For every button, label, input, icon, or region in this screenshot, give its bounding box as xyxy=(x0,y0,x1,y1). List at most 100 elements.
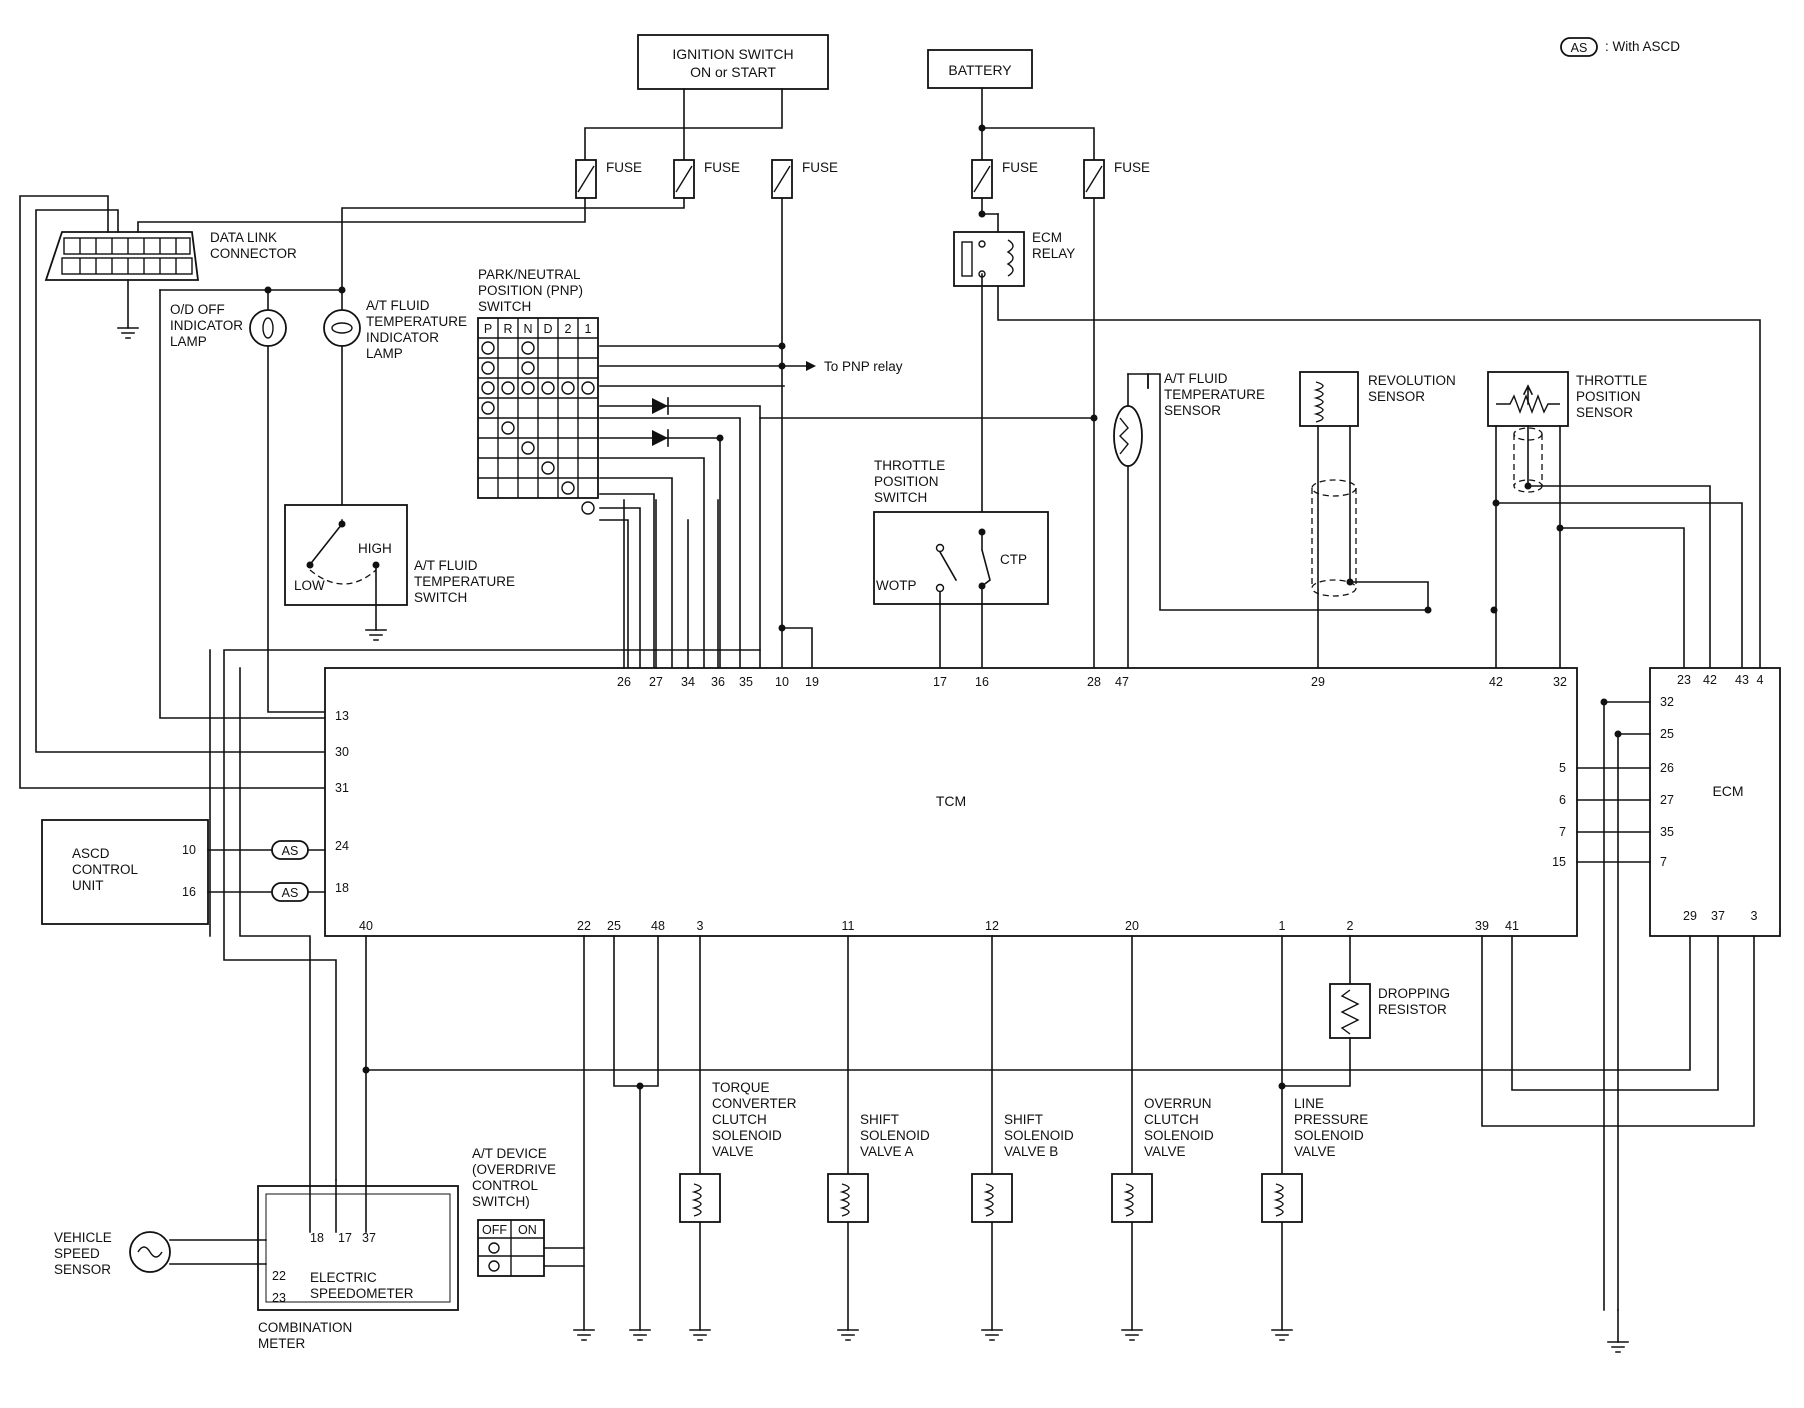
ascd-line2: CONTROL xyxy=(72,862,138,877)
fuse-1-label: FUSE xyxy=(606,160,642,175)
pnp-contact xyxy=(541,461,555,475)
pnp-label-line1: PARK/NEUTRAL xyxy=(478,267,581,282)
pnp-contact xyxy=(521,441,535,455)
solenoid-4-line3: SOLENOID xyxy=(1144,1128,1214,1143)
atf-switch-low: LOW xyxy=(294,578,325,593)
ecm-relay: ECM RELAY xyxy=(953,197,1761,669)
atf-lamp-line4: LAMP xyxy=(366,346,403,361)
atf-lamp-line2: TEMPERATURE xyxy=(366,314,467,329)
pnp-contact xyxy=(581,381,595,395)
ignition-switch-line1: IGNITION SWITCH xyxy=(672,46,793,62)
fuse-1: FUSE xyxy=(575,159,642,199)
pnp-column-2: 2 xyxy=(565,322,572,336)
ecm-pin-35: 35 xyxy=(1660,825,1674,839)
ascd-pin-16: 16 xyxy=(182,885,196,899)
tcm-pin-25: 25 xyxy=(607,919,621,933)
od-off-indicator-lamp: O/D OFF INDICATOR LAMP xyxy=(170,289,326,713)
vss-line2: SPEED xyxy=(54,1246,100,1261)
atf-switch-ground-icon xyxy=(365,629,387,641)
ground-icon xyxy=(689,1329,711,1341)
tcm-label: TCM xyxy=(936,793,966,809)
atf-switch-high: HIGH xyxy=(358,541,392,556)
at-device-line3: CONTROL xyxy=(472,1178,538,1193)
throttle-position-sensor: THROTTLE POSITION SENSOR xyxy=(1487,371,1647,427)
throttle-position-switch: THROTTLE POSITION SWITCH WOTP CTP xyxy=(873,458,1049,605)
as-badge-1: AS xyxy=(271,840,309,860)
legend-text: : With ASCD xyxy=(1605,39,1680,54)
ascd-line3: UNIT xyxy=(72,878,104,893)
tps-switch-line1: THROTTLE xyxy=(874,458,945,473)
solenoid-1-line4: SOLENOID xyxy=(712,1128,782,1143)
speedo-line1: ELECTRIC xyxy=(310,1270,377,1285)
vehicle-speed-sensor: VEHICLE SPEED SENSOR xyxy=(54,1230,267,1277)
tcm-pin-40: 40 xyxy=(359,919,373,933)
dlc-label-line1: DATA LINK xyxy=(210,230,277,245)
fuse-2: FUSE xyxy=(673,159,740,199)
od-off-lamp-line3: LAMP xyxy=(170,334,207,349)
ecm-pin-27: 27 xyxy=(1660,793,1674,807)
speedo-line2: SPEEDOMETER xyxy=(310,1286,414,1301)
pnp-contact xyxy=(521,361,535,375)
pnp-column-P: P xyxy=(484,322,492,336)
solenoid-group: TORQUECONVERTERCLUTCHSOLENOIDVALVESHIFTS… xyxy=(679,935,1368,1341)
as-badge-1-text: AS xyxy=(282,844,299,858)
tcm-pin-19: 19 xyxy=(805,675,819,689)
at-fluid-temperature-switch: HIGH LOW A/T FLUID TEMPERATURE SWITCH xyxy=(284,504,515,631)
dropping-resistor-line2: RESISTOR xyxy=(1378,1002,1447,1017)
ascd-pin-10: 10 xyxy=(182,843,196,857)
fuse-4-label: FUSE xyxy=(1002,160,1038,175)
tcm-pin-41: 41 xyxy=(1505,919,1519,933)
pnp-column-N: N xyxy=(523,322,532,336)
tcm-pin-3: 3 xyxy=(697,919,704,933)
od-off-lamp-line1: O/D OFF xyxy=(170,302,225,317)
pnp-contact xyxy=(481,361,495,375)
pnp-contact xyxy=(481,341,495,355)
speedo-pin-17: 17 xyxy=(338,1231,352,1245)
tcm-pin-48: 48 xyxy=(651,919,665,933)
pnp-contact xyxy=(561,381,575,395)
ecm-pin-37: 37 xyxy=(1711,909,1725,923)
ignition-switch: IGNITION SWITCH ON or START xyxy=(637,34,829,90)
solenoid-4-line1: OVERRUN xyxy=(1144,1096,1212,1111)
at-device-line1: A/T DEVICE xyxy=(472,1146,547,1161)
battery-label: BATTERY xyxy=(948,62,1012,78)
pnp-label-line3: SWITCH xyxy=(478,299,531,314)
speedo-pin-18: 18 xyxy=(310,1231,324,1245)
pnp-column-R: R xyxy=(503,322,512,336)
atf-lamp-line3: INDICATOR xyxy=(366,330,439,345)
tcm-pin-29: 29 xyxy=(1311,675,1325,689)
ecm-pin-4: 4 xyxy=(1757,673,1764,687)
atf-sensor-line3: SENSOR xyxy=(1164,403,1221,418)
tcm-pin-36: 36 xyxy=(711,675,725,689)
diode-2-icon xyxy=(652,429,669,447)
diode-1-icon xyxy=(652,397,669,415)
tcm-pin-47: 47 xyxy=(1115,675,1129,689)
tcm-pin-2: 2 xyxy=(1347,919,1354,933)
tcm-pin-24: 24 xyxy=(335,839,349,853)
od-off-lamp-line2: INDICATOR xyxy=(170,318,243,333)
solenoid-5-line3: SOLENOID xyxy=(1294,1128,1364,1143)
at-fluid-temperature-indicator-lamp: A/T FLUID TEMPERATURE INDICATOR LAMP xyxy=(323,289,467,521)
pnp-contact xyxy=(501,381,515,395)
tcm-pin-27: 27 xyxy=(649,675,663,689)
data-link-connector: DATA LINK CONNECTOR xyxy=(44,230,297,281)
solenoid-3-line3: VALVE B xyxy=(1004,1144,1058,1159)
legend: AS : With ASCD xyxy=(1560,37,1680,57)
fuse-2-label: FUSE xyxy=(704,160,740,175)
pnp-contact xyxy=(481,381,495,395)
fuse-5-label: FUSE xyxy=(1114,160,1150,175)
combination-meter-line2: METER xyxy=(258,1336,306,1351)
tcm-pin-6: 6 xyxy=(1559,793,1566,807)
ecm-pin-43: 43 xyxy=(1735,673,1749,687)
legend-as-badge-text: AS xyxy=(1571,41,1588,55)
at-device-off: OFF xyxy=(482,1223,507,1237)
tcm-pin-10: 10 xyxy=(775,675,789,689)
